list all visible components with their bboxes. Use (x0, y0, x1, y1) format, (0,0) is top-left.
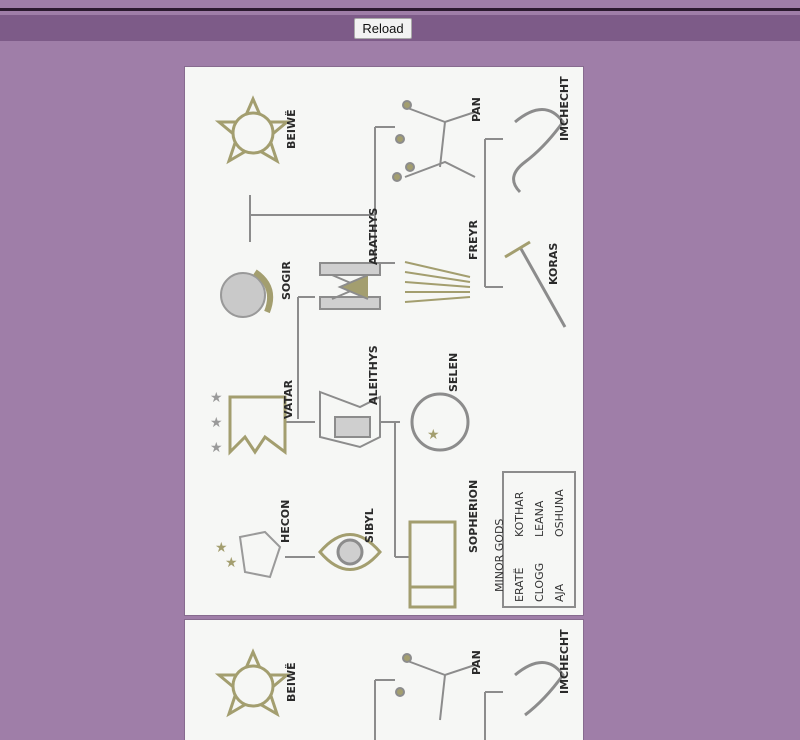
label-sogir: SOGIR (280, 261, 293, 300)
svg-text:★: ★ (427, 426, 440, 442)
top-border-line (0, 8, 800, 11)
pantheon-diagram: ★ ★ ★ ★ ★ ★ (210, 95, 576, 609)
label-arathys: ARATHYS (367, 207, 380, 265)
lamp-icon (319, 390, 381, 449)
label-freyr: FREYR (467, 220, 480, 260)
minor-gods-title: MINOR GODS (493, 518, 506, 592)
window-top-bar (0, 0, 800, 15)
label-imchecht: IMCHECHT (558, 76, 571, 141)
minor-god-4: KOTHAR (513, 491, 526, 537)
snake-icon (514, 661, 565, 717)
sun-icon (214, 648, 292, 718)
diagram-page: ★ ★ ★ ★ ★ ★ (185, 67, 583, 615)
label-hecon: HECON (279, 499, 292, 543)
svg-text:★: ★ (210, 389, 223, 405)
book-icon (408, 520, 457, 609)
hand-icon: ★ ★ (215, 530, 282, 579)
minor-god-3: AJA (553, 583, 566, 602)
label-koras: KORAS (547, 242, 560, 285)
label-beiwe-copy: BEIWË (285, 662, 298, 702)
label-vatar: VATAR (282, 379, 295, 419)
minor-god-1: ERATË (513, 567, 526, 603)
crown-icon: ★ ★ ★ (210, 389, 287, 456)
svg-text:★: ★ (215, 539, 228, 555)
tree-icon (395, 653, 476, 721)
eye-icon (318, 533, 382, 571)
minor-god-2: CLOGG (533, 562, 546, 602)
wheat-icon (404, 261, 471, 303)
svg-text:★: ★ (210, 414, 223, 430)
minor-god-6: OSHUNA (553, 489, 566, 537)
label-pan: PAN (470, 97, 483, 122)
tree-icon (392, 100, 476, 182)
reload-button[interactable]: Reload (354, 18, 412, 39)
hourglass-icon (319, 262, 381, 310)
label-sopherion: SOPHERION (467, 479, 480, 553)
snake-icon (512, 108, 565, 194)
sword-icon (504, 240, 567, 328)
label-aleithys: ALEITHYS (367, 345, 380, 405)
moon-icon: ★ (410, 392, 470, 452)
orb-icon (220, 269, 273, 318)
diagram-page-copy: BEIWË PAN IMCHECHT (185, 620, 583, 740)
label-sibyl: SIBYL (363, 508, 376, 543)
label-pan-copy: PAN (470, 650, 483, 675)
pantheon-diagram-copy (214, 648, 565, 740)
label-beiwe: BEIWË (285, 109, 298, 149)
minor-gods-box (502, 471, 576, 608)
svg-text:★: ★ (210, 439, 223, 455)
sun-icon (214, 95, 292, 165)
minor-god-5: LEANA (533, 500, 546, 537)
svg-text:★: ★ (225, 554, 238, 570)
label-imchecht-copy: IMCHECHT (558, 629, 571, 694)
label-selen: SELEN (447, 352, 460, 392)
